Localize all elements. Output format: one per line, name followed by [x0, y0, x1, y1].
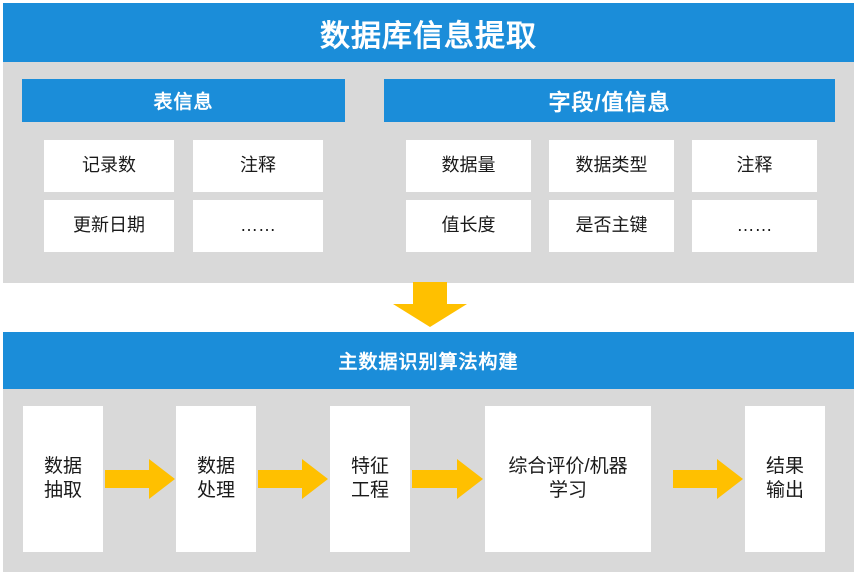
field-info-cell-ellipsis: …… — [692, 200, 817, 252]
diagram-title-band: 数据库信息提取 — [3, 3, 854, 62]
algorithm-section-band: 主数据识别算法构建 — [3, 332, 854, 389]
diagram-title: 数据库信息提取 — [320, 19, 537, 53]
flow-step-comprehensive-evaluation-machine-learning: 综合评价/机器学习 — [485, 406, 651, 552]
table-info-cell-update-date: 更新日期 — [44, 200, 174, 252]
arrow-right-icon — [673, 459, 743, 499]
algorithm-section-label: 主数据识别算法构建 — [338, 352, 519, 373]
table-info-label: 表信息 — [153, 92, 214, 113]
table-info-cell-record-count: 记录数 — [44, 140, 174, 192]
field-value-info-band: 字段/值信息 — [384, 79, 835, 122]
field-value-info-label: 字段/值信息 — [548, 89, 671, 115]
arrow-right-icon — [105, 459, 175, 499]
flow-step-data-extraction: 数据抽取 — [23, 406, 103, 552]
arrow-down-icon — [393, 282, 467, 327]
field-info-cell-data-volume: 数据量 — [406, 140, 531, 192]
field-info-cell-data-type: 数据类型 — [549, 140, 674, 192]
flow-step-result-output: 结果输出 — [745, 406, 825, 552]
arrow-right-icon — [412, 459, 483, 499]
field-info-cell-comment: 注释 — [692, 140, 817, 192]
flow-step-feature-engineering: 特征工程 — [330, 406, 410, 552]
arrow-right-icon — [258, 459, 328, 499]
field-info-cell-is-primary-key: 是否主键 — [549, 200, 674, 252]
table-info-cell-ellipsis: …… — [193, 200, 323, 252]
flow-step-data-processing: 数据处理 — [176, 406, 256, 552]
table-info-band: 表信息 — [22, 79, 345, 122]
field-info-cell-value-length: 值长度 — [406, 200, 531, 252]
table-info-cell-comment: 注释 — [193, 140, 323, 192]
